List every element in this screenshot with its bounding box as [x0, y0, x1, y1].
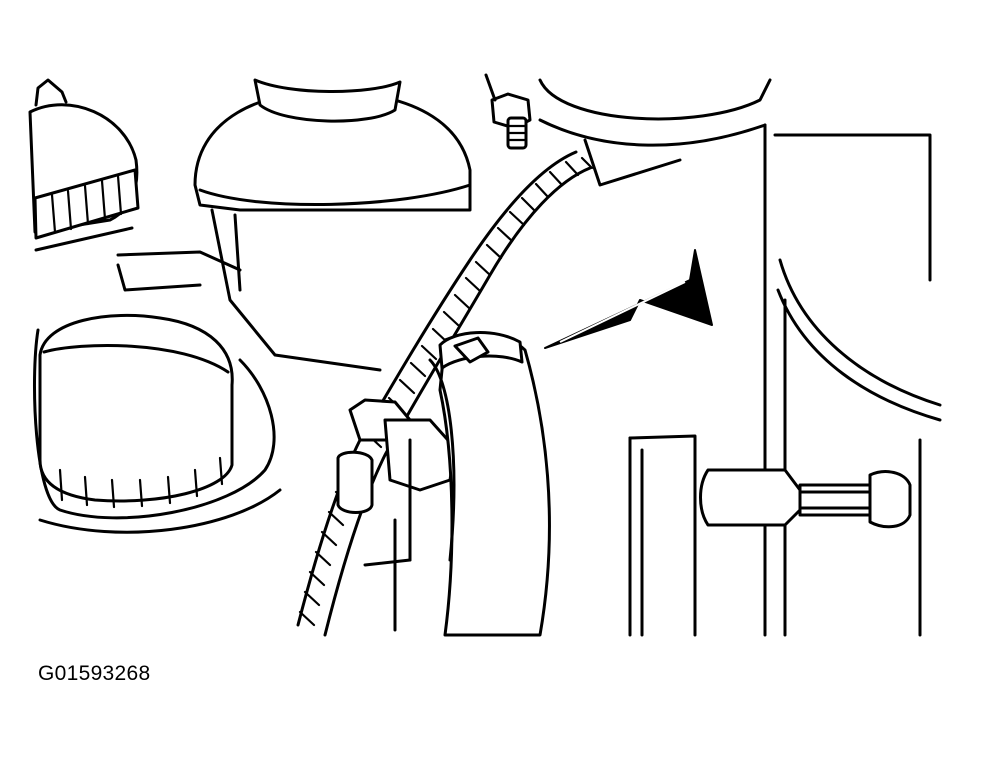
upper-right-housing — [538, 78, 772, 187]
pointer-arrow — [544, 249, 713, 349]
upper-reservoir-cap — [28, 78, 140, 252]
main-hose — [428, 331, 551, 637]
lower-reservoir-cap — [33, 313, 282, 534]
rod-connector — [699, 468, 912, 529]
right-frame-panel — [628, 123, 942, 637]
lower-bracket — [363, 518, 412, 632]
center-reservoir — [116, 78, 472, 372]
figure-code: G01593268 — [38, 662, 151, 685]
mounting-bolt — [484, 73, 532, 150]
